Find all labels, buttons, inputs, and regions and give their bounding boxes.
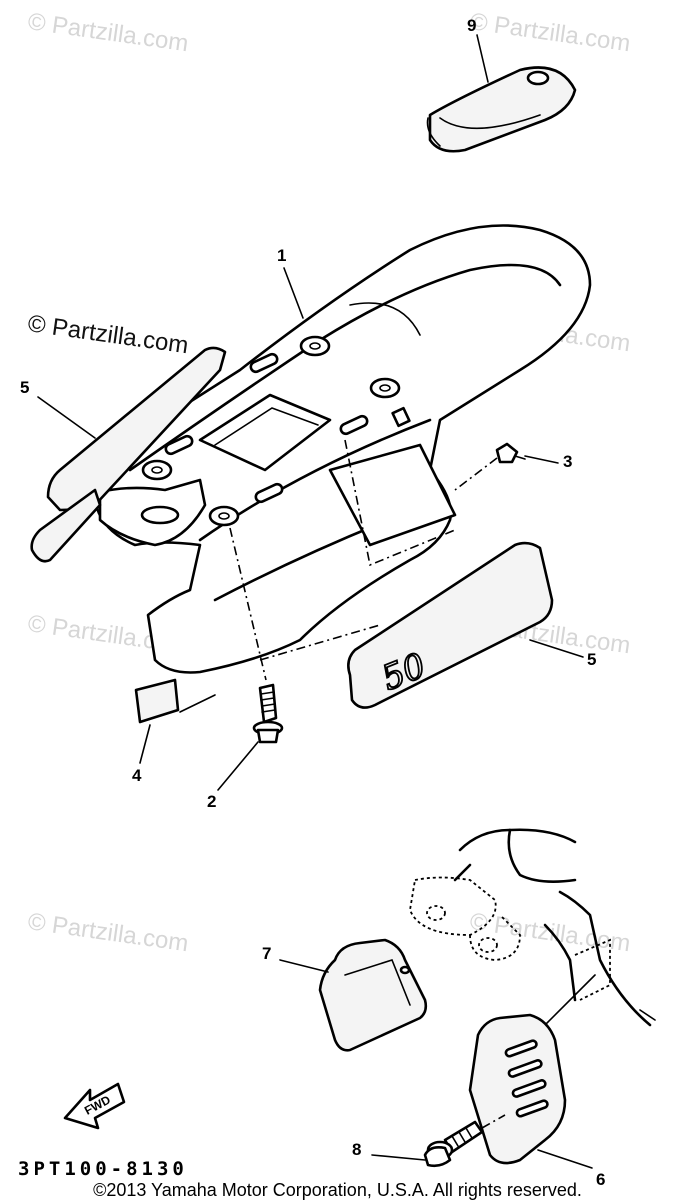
callout-6: 6 — [596, 1170, 606, 1189]
leader-3 — [524, 455, 559, 464]
leader-5-right — [529, 639, 584, 658]
copyright: ©2013 Yamaha Motor Corporation, U.S.A. A… — [93, 1180, 582, 1200]
part-9-cap — [426, 66, 577, 153]
part-8-screw — [423, 1114, 506, 1168]
part-1-rear-fender — [93, 224, 592, 674]
fwd-arrow-icon: FWD — [63, 1082, 126, 1130]
callout-8: 8 — [352, 1140, 362, 1159]
callout-4: 4 — [132, 766, 142, 785]
callout-7: 7 — [262, 944, 272, 963]
leader-6 — [537, 1149, 593, 1169]
leader-1 — [283, 267, 304, 319]
part-5-right-plate: 50 — [347, 541, 554, 709]
leader-5-left — [37, 396, 96, 439]
leader-9 — [476, 34, 489, 83]
callout-3: 3 — [563, 452, 573, 471]
part-2-bolt — [229, 527, 284, 744]
callout-5-right: 5 — [587, 650, 597, 669]
leader-7 — [279, 959, 329, 973]
leader-8 — [371, 1154, 426, 1161]
leader-2 — [217, 741, 259, 791]
callout-9: 9 — [467, 16, 477, 35]
frame-reference — [409, 828, 656, 1051]
part-6-footrest-cover — [468, 1013, 567, 1165]
part-3-bolt — [454, 442, 526, 491]
callout-5-left: 5 — [20, 378, 30, 397]
callout-1: 1 — [277, 246, 287, 265]
part-7-cover — [318, 938, 428, 1052]
callout-2: 2 — [207, 792, 217, 811]
part-4-reflector — [134, 678, 216, 724]
part-code: 3PT100-8130 — [18, 1158, 188, 1180]
part-5-left-plate — [30, 346, 227, 563]
leader-4 — [139, 724, 151, 764]
